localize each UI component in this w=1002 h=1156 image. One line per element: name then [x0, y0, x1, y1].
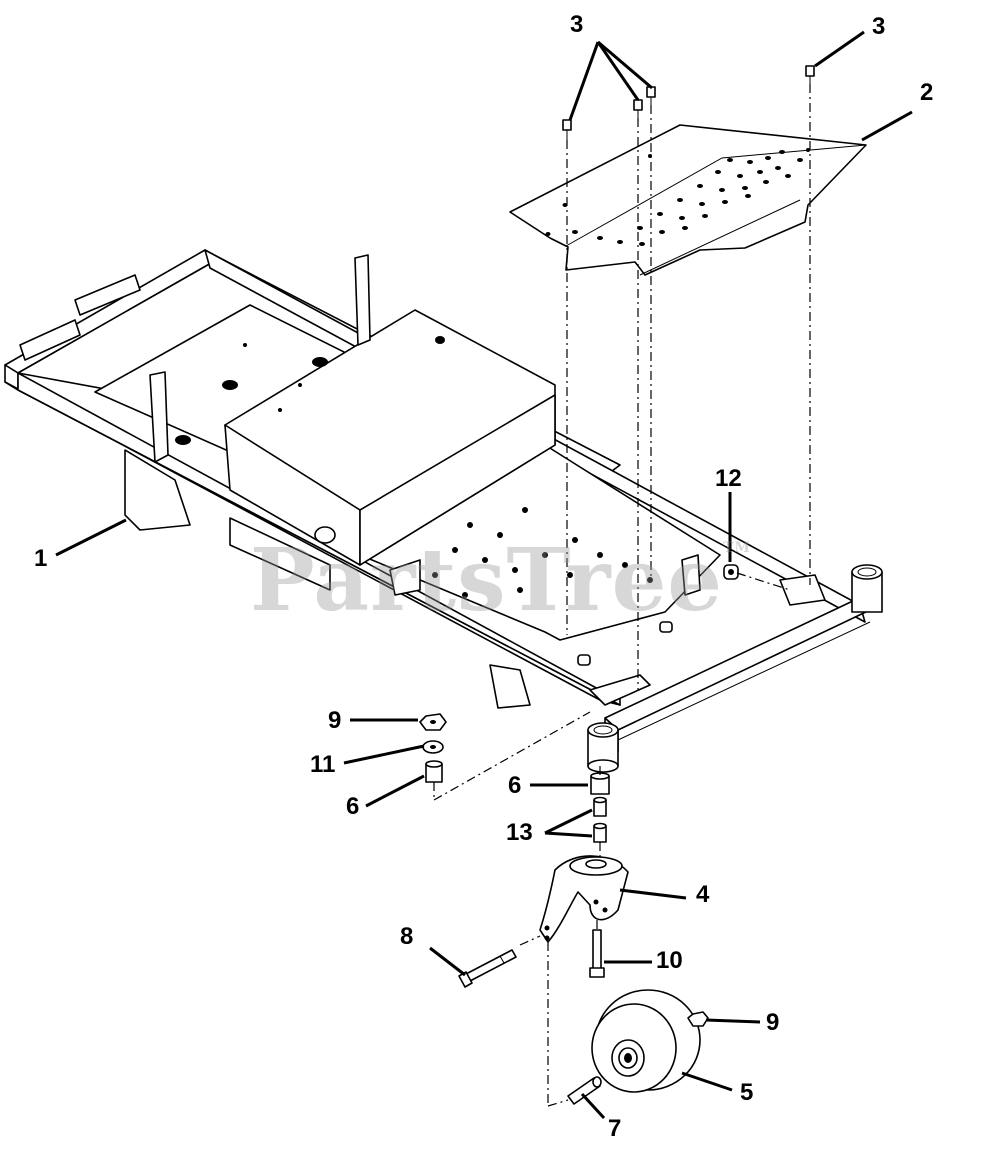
part-9-nut-wheel[interactable]: [687, 1011, 709, 1027]
part-9-nut-left[interactable]: [419, 713, 447, 731]
callout-12: 12: [715, 465, 742, 492]
part-2-foot-plate[interactable]: [509, 124, 867, 276]
part-12-spacer[interactable]: [723, 564, 739, 580]
callout-9-left: 9: [328, 707, 341, 734]
callout-6-center: 6: [508, 772, 521, 799]
part-6-bushing-center[interactable]: [590, 772, 610, 795]
callout-labels: 1 2 3 3 12 9 11 6 6 13 4 8 10 9 5 7: [34, 11, 933, 1142]
alignment-lines: [433, 84, 811, 1107]
part-7-spacer[interactable]: [567, 1076, 602, 1105]
callout-10: 10: [656, 947, 683, 974]
right-caster-socket: [851, 564, 883, 613]
leader-lines: [55, 30, 913, 1120]
callout-8: 8: [400, 923, 413, 950]
part-8-axle-bolt[interactable]: [458, 949, 517, 988]
callout-3-left: 3: [570, 11, 583, 38]
callout-1: 1: [34, 545, 47, 572]
part-4-caster-fork[interactable]: [539, 855, 629, 943]
callout-7: 7: [608, 1115, 621, 1142]
callout-13: 13: [506, 819, 533, 846]
part-11-washer[interactable]: [422, 740, 444, 754]
callout-11: 11: [310, 751, 335, 778]
callout-5: 5: [740, 1079, 753, 1106]
part-1-frame[interactable]: [4, 249, 883, 773]
part-13-bushings[interactable]: [593, 796, 607, 843]
callout-9-right: 9: [766, 1009, 779, 1036]
part-5-wheel[interactable]: [591, 989, 701, 1093]
callout-4: 4: [696, 881, 710, 908]
callout-2: 2: [920, 79, 933, 106]
left-caster-socket: [587, 722, 619, 773]
callout-3-right: 3: [872, 13, 885, 40]
callout-6-left: 6: [346, 793, 359, 820]
frame-nuts: [577, 621, 673, 666]
part-10-bolt[interactable]: [589, 929, 605, 978]
part-6-bushing-left[interactable]: [425, 760, 443, 783]
